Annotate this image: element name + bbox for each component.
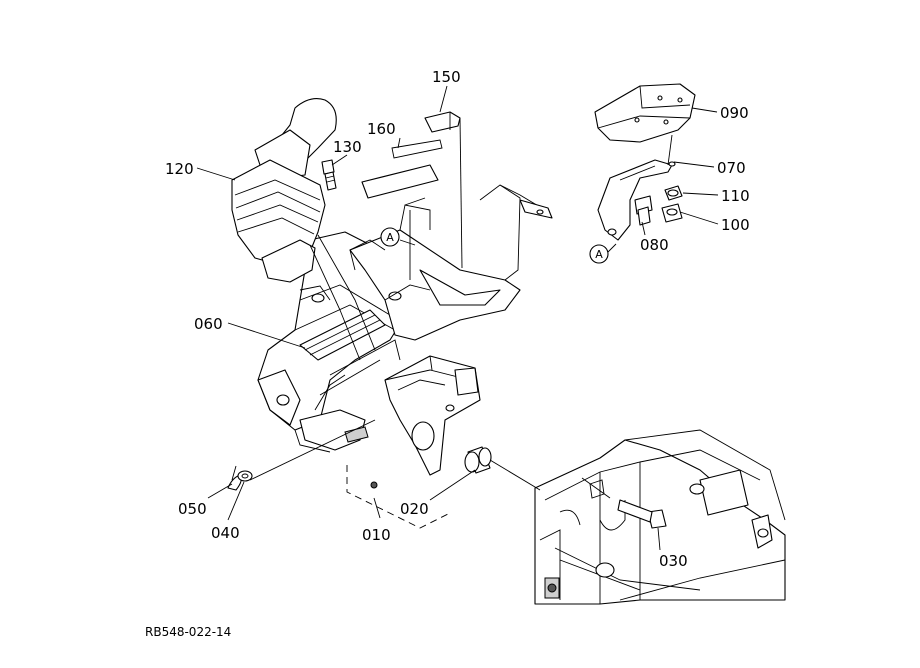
part-number-labels: 150 160 130 120 090 070 110 100 080 060 … — [145, 68, 750, 639]
bushing-part — [464, 446, 492, 474]
washer-040 — [237, 470, 253, 482]
bolt-130 — [321, 159, 337, 191]
label-130: 130 — [333, 138, 362, 156]
reference-circle-a-1: A — [380, 227, 400, 247]
label-030: 030 — [659, 552, 688, 570]
label-110: 110 — [721, 187, 750, 205]
label-070: 070 — [717, 159, 746, 177]
label-160: 160 — [367, 120, 396, 138]
rod-150 — [424, 111, 463, 269]
cover-assembly — [594, 83, 696, 241]
leader-lines — [196, 85, 719, 551]
label-040: 040 — [211, 524, 240, 542]
label-120: 120 — [165, 160, 194, 178]
assembly-bracket-010 — [346, 465, 449, 529]
label-090: 090 — [720, 104, 749, 122]
label-150: 150 — [432, 68, 461, 86]
tray-bracket — [349, 184, 553, 341]
drawing-number: RB548-022-14 — [145, 625, 231, 639]
label-080: 080 — [640, 236, 669, 254]
svg-text:A: A — [386, 231, 394, 244]
mounting-plate — [384, 355, 481, 476]
grease-point — [370, 481, 378, 489]
label-060: 060 — [194, 315, 223, 333]
reference-circle-a-2: A — [589, 244, 609, 264]
svg-text:A: A — [595, 248, 603, 261]
label-020: 020 — [400, 500, 429, 518]
label-010: 010 — [362, 526, 391, 544]
control-lever-grip — [231, 98, 376, 361]
plate-160 — [361, 139, 443, 199]
bolt-030 — [617, 499, 667, 529]
label-050: 050 — [178, 500, 207, 518]
label-100: 100 — [721, 216, 750, 234]
